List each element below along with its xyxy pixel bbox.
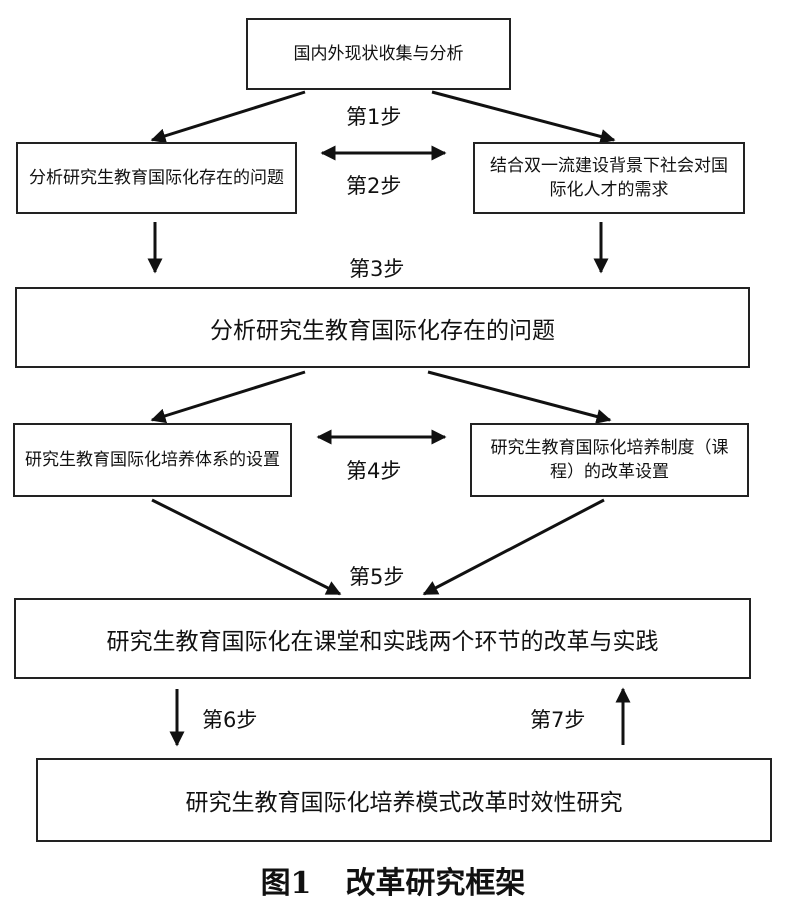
box-training-system-text: 研究生教育国际化培养体系的设置 (25, 450, 280, 470)
arrow-middle1-to-left2 (150, 370, 306, 424)
step-2-label: 第2步 (346, 174, 402, 198)
box-training-reform: 研究生教育国际化培养制度（课程）的改革设置 (470, 423, 749, 497)
box-analyze-problems-left-text: 分析研究生教育国际化存在的问题 (29, 168, 284, 188)
figure-number: 图1 (260, 866, 312, 901)
step-6-label: 第6步 (202, 708, 258, 732)
box-training-system: 研究生教育国际化培养体系的设置 (13, 423, 292, 497)
figure-title: 改革研究框架 (345, 866, 526, 901)
arrow-top-to-right1 (431, 90, 616, 144)
step-4-label: 第4步 (346, 459, 402, 483)
arrow-right2-to-middle2 (422, 498, 605, 596)
box-status-collection-text: 国内外现状收集与分析 (293, 44, 464, 64)
step-3-label: 第3步 (349, 257, 405, 281)
box-training-reform-text: 研究生教育国际化培养制度（课程）的改革设置 (490, 438, 729, 482)
box-status-collection: 国内外现状收集与分析 (246, 18, 511, 90)
box-classroom-practice: 研究生教育国际化在课堂和实践两个环节的改革与实践 (14, 598, 751, 679)
step-5-label: 第5步 (349, 565, 405, 589)
arrow-left2-to-middle2 (151, 498, 342, 596)
figure-caption: 图1 改革研究框架 (0, 858, 786, 902)
box-analyze-problems-main-text: 分析研究生教育国际化存在的问题 (210, 317, 555, 344)
box-analyze-problems-main: 分析研究生教育国际化存在的问题 (15, 287, 750, 368)
box-analyze-problems-left: 分析研究生教育国际化存在的问题 (16, 142, 297, 214)
box-social-demand-text: 结合双一流建设背景下社会对国际化人才的需求 (490, 156, 728, 200)
box-effectiveness-study: 研究生教育国际化培养模式改革时效性研究 (36, 758, 772, 842)
arrow-top-to-left1 (150, 90, 306, 144)
step-1-label: 第1步 (346, 105, 402, 129)
box-classroom-practice-text: 研究生教育国际化在课堂和实践两个环节的改革与实践 (106, 628, 659, 655)
arrow-middle1-to-right2 (427, 370, 612, 424)
box-effectiveness-study-text: 研究生教育国际化培养模式改革时效性研究 (185, 790, 623, 816)
box-social-demand: 结合双一流建设背景下社会对国际化人才的需求 (473, 142, 745, 214)
step-7-label: 第7步 (530, 708, 586, 732)
